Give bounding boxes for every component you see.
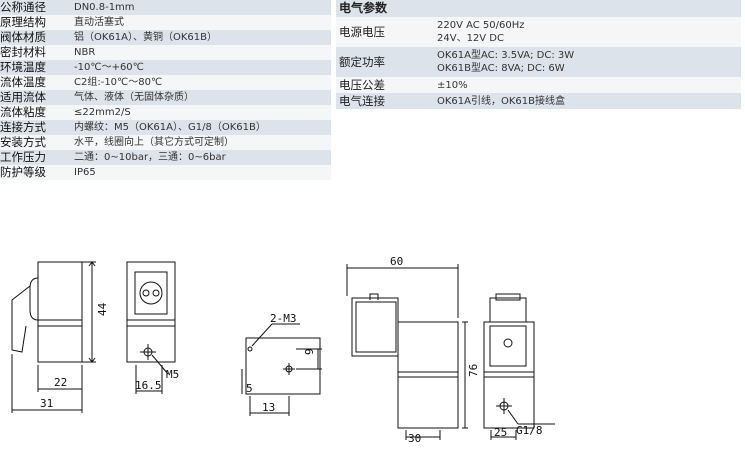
front-view-ok61a <box>11 261 96 413</box>
dim-16-5: 16.5 <box>135 379 162 392</box>
spec-value: DN0.8-1mm <box>68 0 331 15</box>
elec-row-tolerance: 电压公差 ±10% <box>336 77 741 93</box>
spec-label: 流体粘度 <box>0 105 68 120</box>
elec-value: OK61B型AC: 8VA; DC: 6W <box>437 63 565 74</box>
dim-22: 22 <box>54 376 67 389</box>
electrical-params-title: 电气参数 <box>336 0 741 17</box>
spec-row: 工作压力二通：0~10bar，三通：0~6bar <box>0 150 331 165</box>
spec-row: 原理结构直动活塞式 <box>0 15 331 30</box>
dim-m5: M5 <box>166 368 179 381</box>
elec-label: 电气连接 <box>336 93 437 109</box>
front-view-ok61b <box>346 264 468 440</box>
dim-9: 9 <box>303 348 316 355</box>
spec-value: ≤22mm2/S <box>68 105 331 120</box>
dim-76: 76 <box>467 364 480 377</box>
spec-label: 适用流体 <box>0 90 68 105</box>
side-view-ok61b <box>483 293 555 440</box>
spec-row: 连接方式内螺纹：M5（OK61A）、G1/8（OK61B） <box>0 120 331 135</box>
spec-row: 流体粘度≤22mm2/S <box>0 105 331 120</box>
spec-label: 连接方式 <box>0 120 68 135</box>
dim-5: 5 <box>246 382 253 395</box>
spec-value: 内螺纹：M5（OK61A）、G1/8（OK61B） <box>68 120 331 135</box>
mounting-view <box>241 323 322 416</box>
spec-row: 适用流体气体、液体（无固体杂质） <box>0 90 331 105</box>
spec-value: NBR <box>68 45 331 60</box>
elec-label: 额定功率 <box>336 47 437 77</box>
spec-value: 直动活塞式 <box>68 15 331 30</box>
electrical-params-panel: 电气参数 电源电压 220V AC 50/60Hz 24V、12V DC 额定功率… <box>336 0 741 109</box>
dim-g1-8: G1/8 <box>516 424 543 437</box>
dim-2-m3: 2-M3 <box>270 312 297 325</box>
spec-label: 原理结构 <box>0 15 68 30</box>
electrical-params-table: 电源电压 220V AC 50/60Hz 24V、12V DC 额定功率 OK61… <box>336 17 741 109</box>
spec-value: 二通：0~10bar，三通：0~6bar <box>68 150 331 165</box>
spec-label: 公称通径 <box>0 0 68 15</box>
elec-label: 电源电压 <box>336 17 437 47</box>
spec-value: 铝（OK61A）、黄铜（OK61B） <box>68 30 331 45</box>
dim-31: 31 <box>40 397 53 410</box>
elec-value: OK61A型AC: 3.5VA; DC: 3W <box>437 50 575 61</box>
spec-value: 水平，线圈向上（其它方式可定制） <box>68 135 331 150</box>
spec-label: 流体温度 <box>0 75 68 90</box>
spec-row: 阀体材质铝（OK61A）、黄铜（OK61B） <box>0 30 331 45</box>
side-view-ok61a <box>126 261 176 394</box>
dim-13: 13 <box>262 401 275 414</box>
elec-value: 24V、12V DC <box>437 33 504 44</box>
elec-row-connection: 电气连接 OK61A引线，OK61B接线盒 <box>336 93 741 109</box>
spec-label: 防护等级 <box>0 165 68 180</box>
spec-value: 气体、液体（无固体杂质） <box>68 90 331 105</box>
spec-row: 安装方式水平，线圈向上（其它方式可定制） <box>0 135 331 150</box>
elec-label: 电压公差 <box>336 77 437 93</box>
spec-label: 工作压力 <box>0 150 68 165</box>
elec-row-power: 额定功率 OK61A型AC: 3.5VA; DC: 3W OK61B型AC: 8V… <box>336 47 741 77</box>
spec-value: C2组:-10℃～80℃ <box>68 75 331 90</box>
dimension-labels: 44 22 31 16.5 M5 2-M3 9 5 13 60 76 30 25… <box>40 255 543 445</box>
spec-value: IP65 <box>68 165 331 180</box>
spec-label: 安装方式 <box>0 135 68 150</box>
elec-row-voltage: 电源电压 220V AC 50/60Hz 24V、12V DC <box>336 17 741 47</box>
dim-30: 30 <box>408 432 421 445</box>
dim-44: 44 <box>96 302 109 316</box>
elec-value: OK61A引线，OK61B接线盒 <box>437 93 741 109</box>
spec-label: 阀体材质 <box>0 30 68 45</box>
spec-row: 环境温度-10℃～+60℃ <box>0 60 331 75</box>
spec-label: 密封材料 <box>0 45 68 60</box>
dim-60: 60 <box>390 255 403 268</box>
elec-value: ±10% <box>437 77 741 93</box>
dim-25: 25 <box>494 426 507 439</box>
spec-label: 环境温度 <box>0 60 68 75</box>
elec-value: 220V AC 50/60Hz <box>437 20 525 31</box>
spec-value: -10℃～+60℃ <box>68 60 331 75</box>
